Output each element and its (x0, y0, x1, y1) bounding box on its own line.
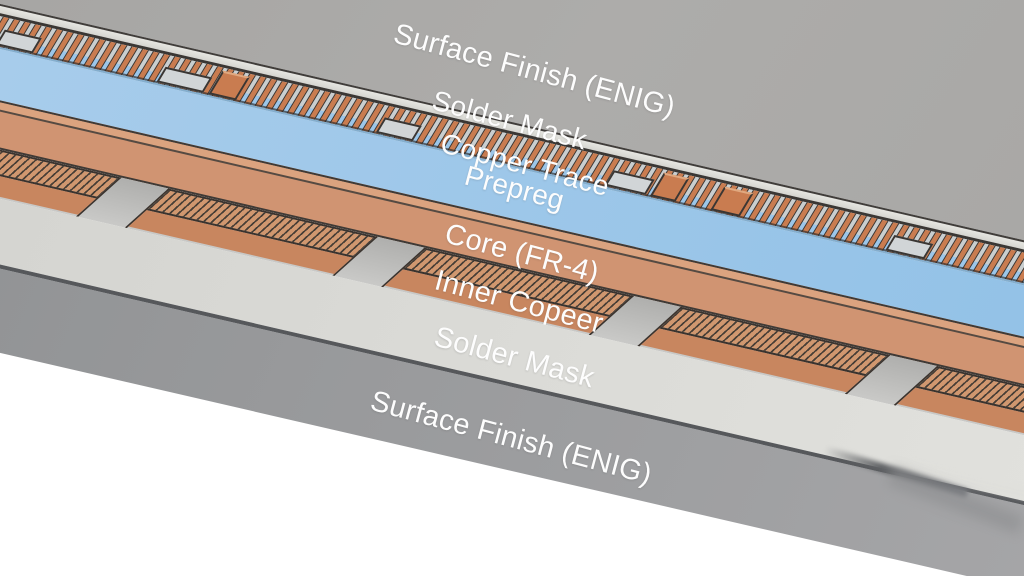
pcb-stackup-diagram: Surface Finish (ENIG) Solder Mask Copper… (0, 0, 1024, 576)
pcb-board: Surface Finish (ENIG) Solder Mask Copper… (0, 0, 1024, 576)
